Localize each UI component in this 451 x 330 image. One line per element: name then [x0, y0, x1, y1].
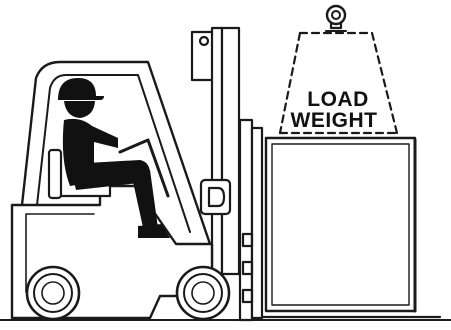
load-center-indicator: LOAD WEIGHT: [280, 6, 397, 133]
lifting-eye-icon: [326, 6, 346, 31]
front-wheel: [177, 267, 229, 319]
load-label: LOAD: [307, 88, 369, 111]
mast: [192, 28, 239, 274]
rear-wheel: [27, 267, 79, 319]
load-box: [266, 138, 415, 311]
weight-label: WEIGHT: [291, 109, 378, 132]
